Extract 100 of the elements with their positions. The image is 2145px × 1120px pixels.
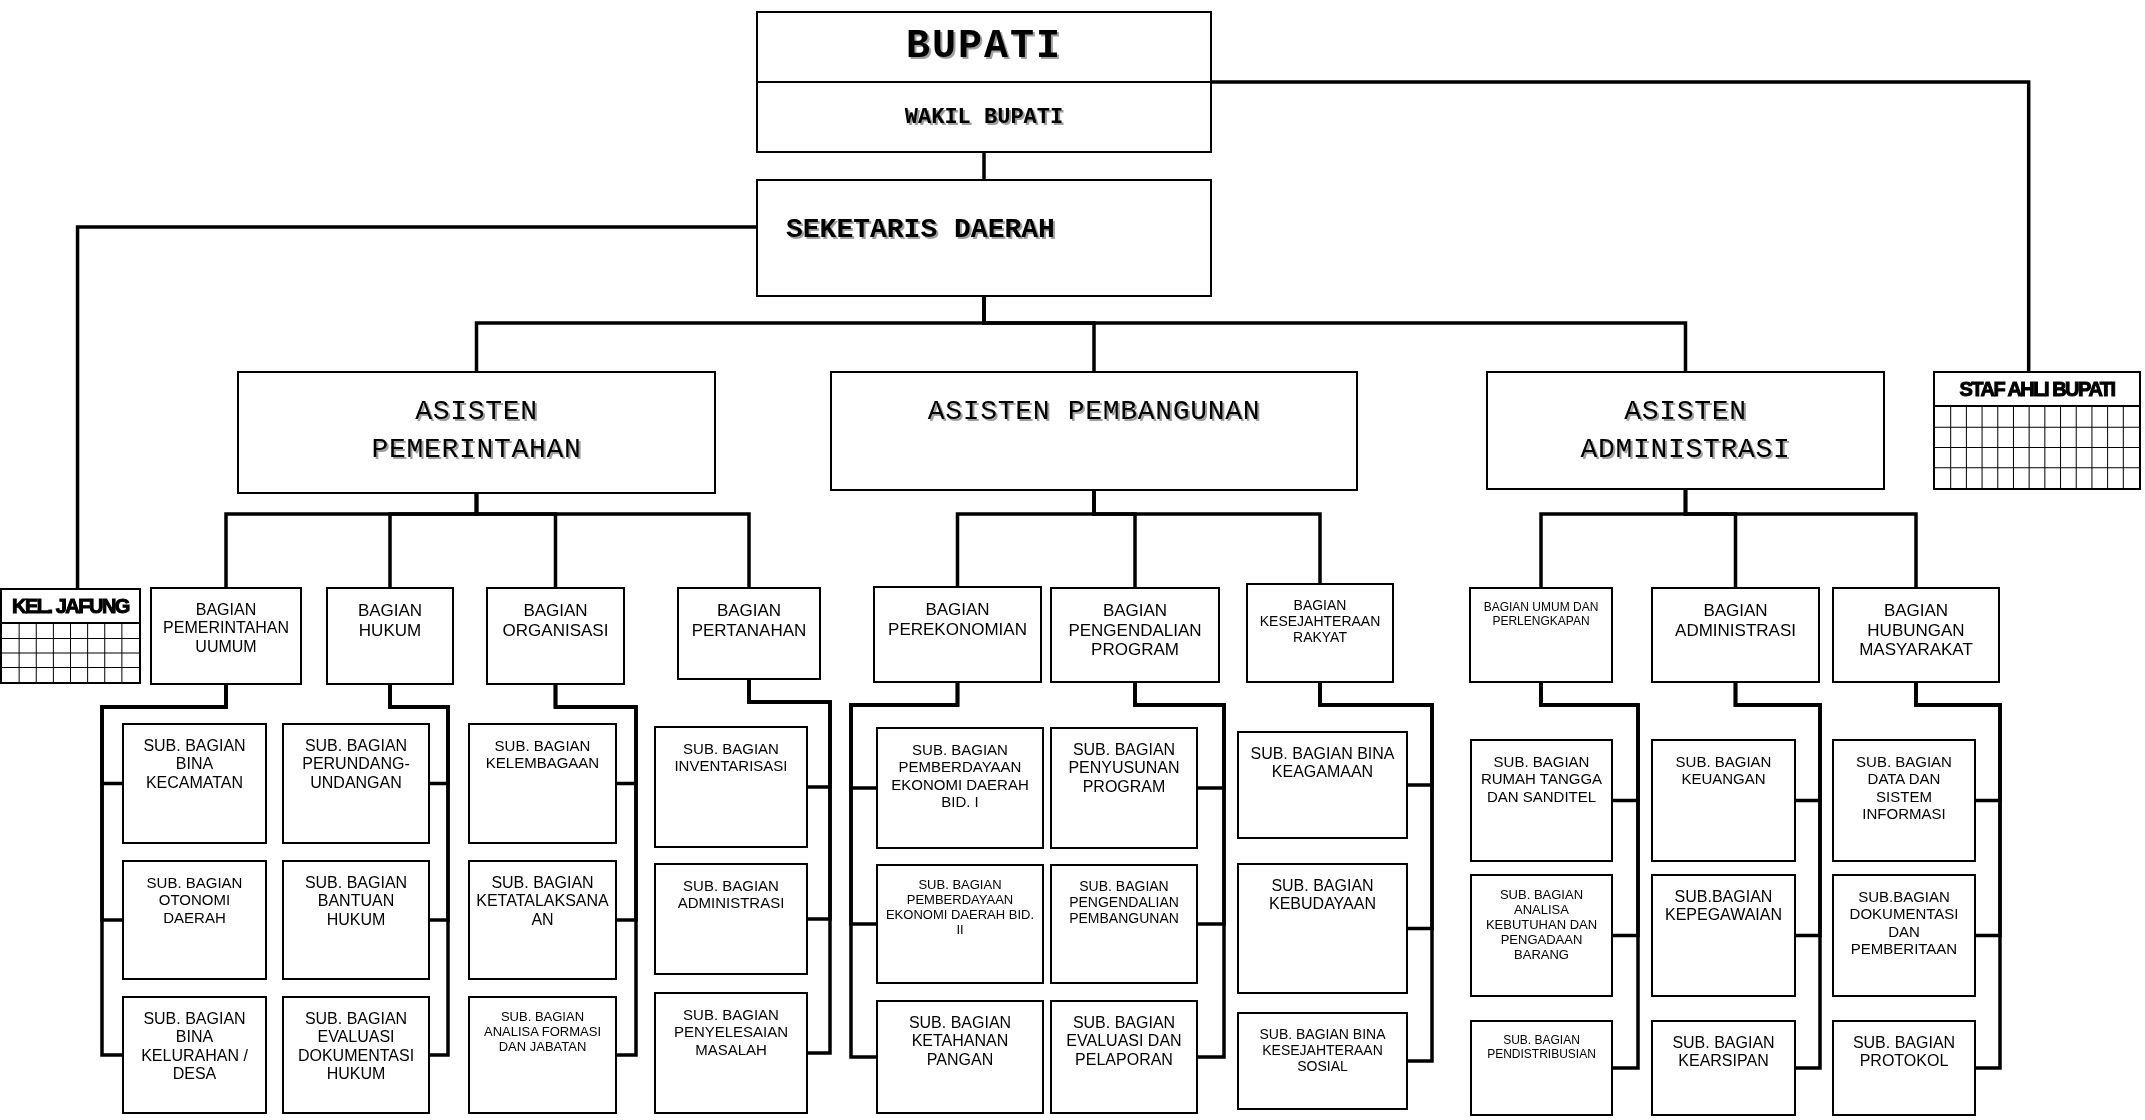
unit-title: BAGIAN PEREKONOMIAN [888,600,1027,639]
unit-title: SUB. BAGIAN DATA DAN SISTEM INFORMASI [1856,753,1952,822]
org-unit-box [122,996,267,1114]
org-unit-box [282,996,430,1114]
org-unit-box [122,860,267,980]
org-unit-box [1246,583,1394,683]
org-unit-box [654,992,808,1114]
unit-title: SUB. BAGIAN KEARSIPAN [1672,1034,1775,1070]
org-unit-box [876,1000,1044,1114]
org-unit-box [1651,1020,1796,1116]
org-unit-box [1470,739,1613,862]
unit-title: SUB. BAGIAN BINA KECAMATAN [143,737,246,791]
connector-line [75,225,756,588]
org-unit-box [1933,371,2141,490]
unit-title: SUB. BAGIAN KETAHANAN PANGAN [908,1014,1012,1068]
org-unit-box [468,723,617,844]
unit-title: BAGIAN KESEJAHTERAAN RAKYAT [1259,597,1381,646]
unit-title: SUB.BAGIAN KEPEGAWAIAN [1664,888,1783,924]
unit-title: SUB. BAGIAN PEMBERDAYAAN EKONOMI DAERAH BID. I [891,741,1029,810]
org-unit-box [876,864,1044,984]
org-unit-box [468,860,617,980]
org-unit-box [677,587,821,680]
unit-title: BAGIAN HUBUNGAN MASYARAKAT [1859,601,1973,660]
unit-title: SUB. BAGIAN ANALISA KEBUTUHAN DAN PENGADAAN BARANG [1485,887,1598,962]
org-unit-box [237,371,716,494]
unit-title: SUB. BAGIAN KELEMBAGAAN [485,737,600,772]
unit-title: SUB. BAGIAN PENYUSUNAN PROGRAM [1068,741,1180,795]
connector-line [553,685,638,1057]
unit-title: KEL. JAFUNG [12,596,129,616]
org-unit-box [1832,739,1976,862]
unit-title: SUB. BAGIAN KETATALAKSANAAN [476,874,609,928]
org-unit-box [1050,864,1198,984]
org-unit-box [1832,587,2000,683]
org-unit-box [486,587,625,685]
connector-line [1133,683,1226,1059]
org-unit-box [1237,731,1408,839]
unit-title: SUB. BAGIAN KEBUDAYAAN [1269,877,1376,913]
org-unit-box [1050,1000,1198,1114]
org-unit-box [1486,371,1885,490]
connector-line [474,494,751,587]
connector-line [388,685,450,1057]
org-unit-box [150,587,302,685]
unit-title: BUPATI [906,23,1062,71]
unit-title: SUB. BAGIAN BANTUAN HUKUM [304,874,408,928]
unit-title: SUB. BAGIAN PEMBERDAYAAN EKONOMI DAERAH BID. II [885,877,1035,937]
unit-title: SUB. BAGIAN EVALUASI DAN PELAPORAN [1066,1014,1182,1068]
unit-title: SUB. BAGIAN PROTOKOL [1852,1034,1956,1070]
unit-title: BAGIAN PERTANAHAN [691,601,807,640]
org-unit-box [122,723,267,844]
connector-line [1092,491,1322,583]
org-unit-box [1651,587,1820,683]
unit-title: SUB. BAGIAN RUMAH TANGGA DAN SANDITEL [1480,753,1603,805]
unit-title: SUB. BAGIAN KEUANGAN [1675,753,1772,788]
connector-line [982,153,986,179]
org-unit-box [1470,874,1613,997]
unit-title: BAGIAN PENGENDALIAN PROGRAM [1068,601,1202,660]
org-unit-box [1651,874,1796,997]
unit-title: STAF AHLI BUPATI [1959,379,2115,399]
connector-line [1212,80,2031,371]
org-unit-box [468,996,617,1114]
unit-title: SUB. BAGIAN PENYELESAIAN MASALAH [673,1006,789,1058]
connector-line [1733,683,1822,1070]
unit-title: SUB. BAGIAN INVENTARISASI [674,740,788,775]
connector-line [747,680,832,1055]
unit-title: SUB. BAGIAN BINA KESEJAHTERAAN SOSIAL [1259,1026,1386,1075]
unit-title: SUB. BAGIAN EVALUASI DOKUMENTASI HUKUM [297,1010,415,1083]
connector-line [1683,490,1918,587]
org-unit-box [1832,874,1976,997]
unit-title: SUB. BAGIAN BINA KEAGAMAAN [1250,745,1395,781]
org-unit-box [282,860,430,980]
unit-title: SUB. BAGIAN ANALISA FORMASI DAN JABATAN [483,1009,601,1054]
org-unit-box [1651,739,1796,862]
org-unit-box [0,588,141,684]
unit-title: SUB.BAGIAN DOKUMENTASI DAN PEMBERITAAN [1849,888,1959,957]
connector-line [1539,683,1640,1070]
org-unit-box [1050,587,1220,683]
unit-title: SEKETARIS DAERAH [786,214,1055,245]
unit-title: ASISTEN PEMERINTAHAN [371,396,582,465]
org-unit-box [873,586,1042,683]
org-unit-box [654,726,808,848]
org-unit-box [1470,1020,1613,1116]
unit-title: BAGIAN UMUM DAN PERLENGKAPAN [1483,600,1599,628]
connector-line [1914,683,2002,1070]
connector-line [1318,683,1434,1063]
org-unit-box [1469,587,1613,683]
unit-title: BAGIAN HUKUM [357,601,423,640]
connector-line [982,297,1688,371]
org-unit-box [876,727,1044,849]
connector-line [849,683,960,1059]
connector-line [100,685,228,1057]
org-unit-box [830,371,1358,491]
unit-title: ASISTEN PEMBANGUNAN [927,396,1261,427]
unit-title: SUB. BAGIAN OTONOMI DAERAH [146,874,243,926]
unit-title: BAGIAN ORGANISASI [502,601,609,640]
unit-title: SUB. BAGIAN PENGENDALIAN PEMBANGUNAN [1069,878,1179,927]
unit-title: ASISTEN ADMINISTRASI [1580,396,1791,465]
unit-title: WAKIL BUPATI [904,103,1064,132]
org-unit-box [654,863,808,975]
org-unit-box [326,587,454,685]
org-unit-box [282,723,430,844]
